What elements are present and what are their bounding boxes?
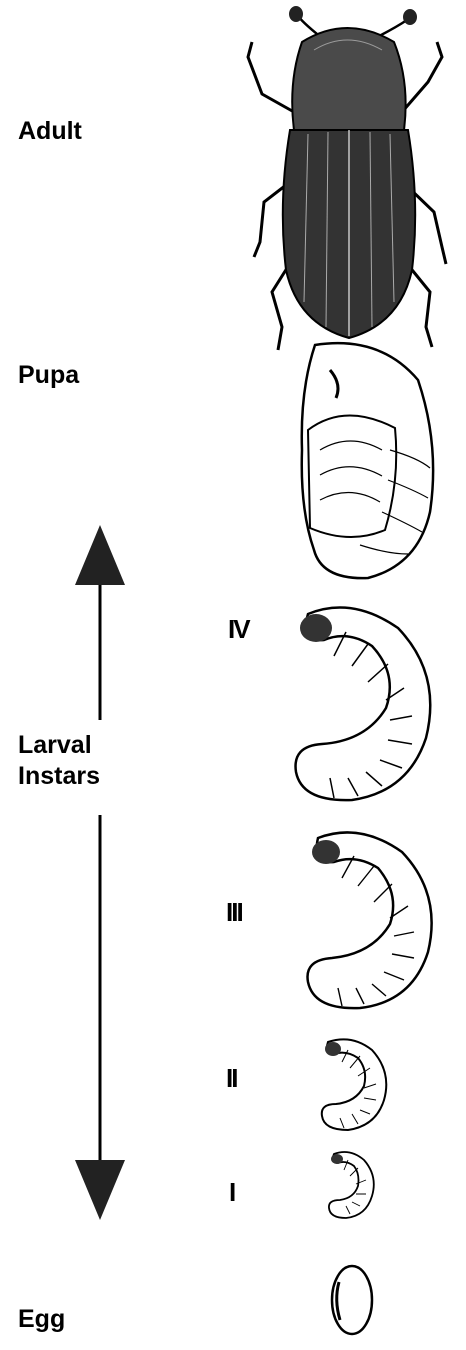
egg-icon (326, 1262, 378, 1338)
label-instar-i: I (229, 1178, 234, 1207)
label-instar-ii: II (226, 1064, 236, 1093)
label-instar-iv: IV (228, 615, 249, 644)
label-egg: Egg (18, 1306, 65, 1334)
larva-ii-icon (318, 1034, 394, 1134)
beetle-adult-icon (232, 2, 464, 354)
double-arrow-icon (70, 525, 130, 1225)
pupa-icon (290, 340, 450, 585)
larva-i-icon (326, 1148, 378, 1222)
larva-iv-icon (286, 596, 444, 806)
larva-iii-icon (298, 822, 444, 1014)
label-adult: Adult (18, 118, 82, 146)
label-instar-iii: III (226, 898, 242, 927)
label-pupa: Pupa (18, 362, 79, 390)
